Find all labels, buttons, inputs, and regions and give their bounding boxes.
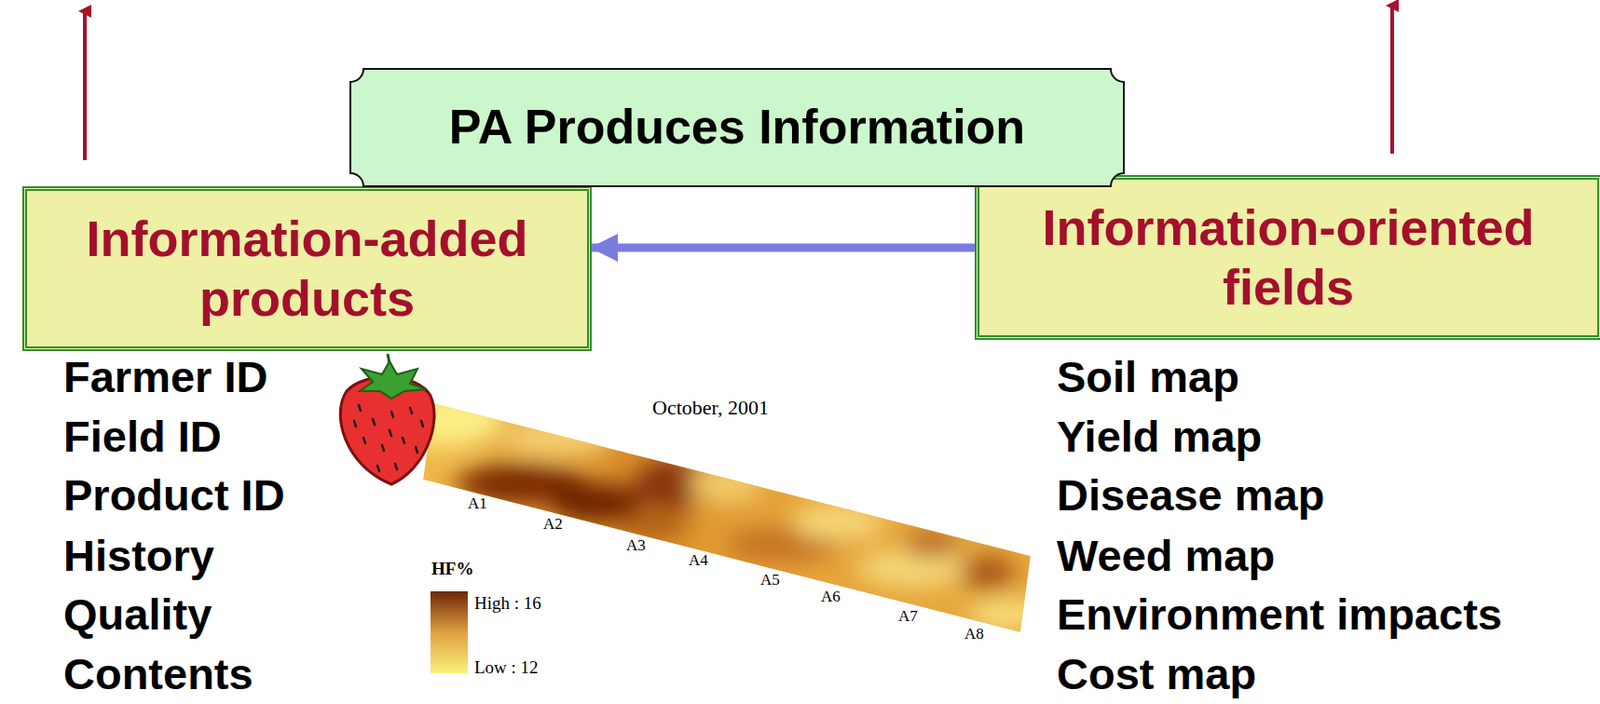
list-item: Field ID [63,412,222,462]
legend-value: Low : 12 [474,658,539,679]
field-map [391,391,1044,633]
list-item: Yield map [1056,412,1262,462]
list-item: Environment impacts [1056,590,1503,640]
list-item: Product ID [63,471,286,520]
list-item: Cost map [1056,650,1257,699]
legend-title: HF% [431,560,474,580]
process-box: Information-oriented fields [974,175,1600,341]
map-title: October, 2001 [652,396,769,420]
legend-gradient [430,591,468,674]
legend-value: High : 16 [474,594,542,615]
list-item: Quality [63,590,212,640]
flow-arrow [591,244,975,253]
strawberry-icon [340,354,435,485]
plot-label: A8 [964,626,985,644]
up-arrow [82,11,87,161]
up-arrow [1390,5,1395,154]
list-item: Farmer ID [63,353,268,402]
plot-label: A6 [820,588,841,607]
plot-label: A3 [626,537,646,556]
box-text: Information-oriented fields [992,198,1585,317]
box-text: PA Produces Information [449,98,1026,156]
plot-label: A7 [898,608,918,627]
plot-label: A1 [467,495,488,514]
plot-label: A5 [760,572,780,590]
process-box: Information-added products [22,186,592,352]
list-item: Disease map [1056,471,1325,520]
list-item: Soil map [1056,353,1240,402]
plot-label: A2 [543,516,563,534]
plot-label: A4 [688,552,709,571]
list-item: Contents [63,650,254,699]
title-box: PA Produces Information [350,68,1124,187]
list-item: Weed map [1056,532,1275,581]
list-item: History [63,532,215,581]
box-text: Information-added products [40,209,575,329]
